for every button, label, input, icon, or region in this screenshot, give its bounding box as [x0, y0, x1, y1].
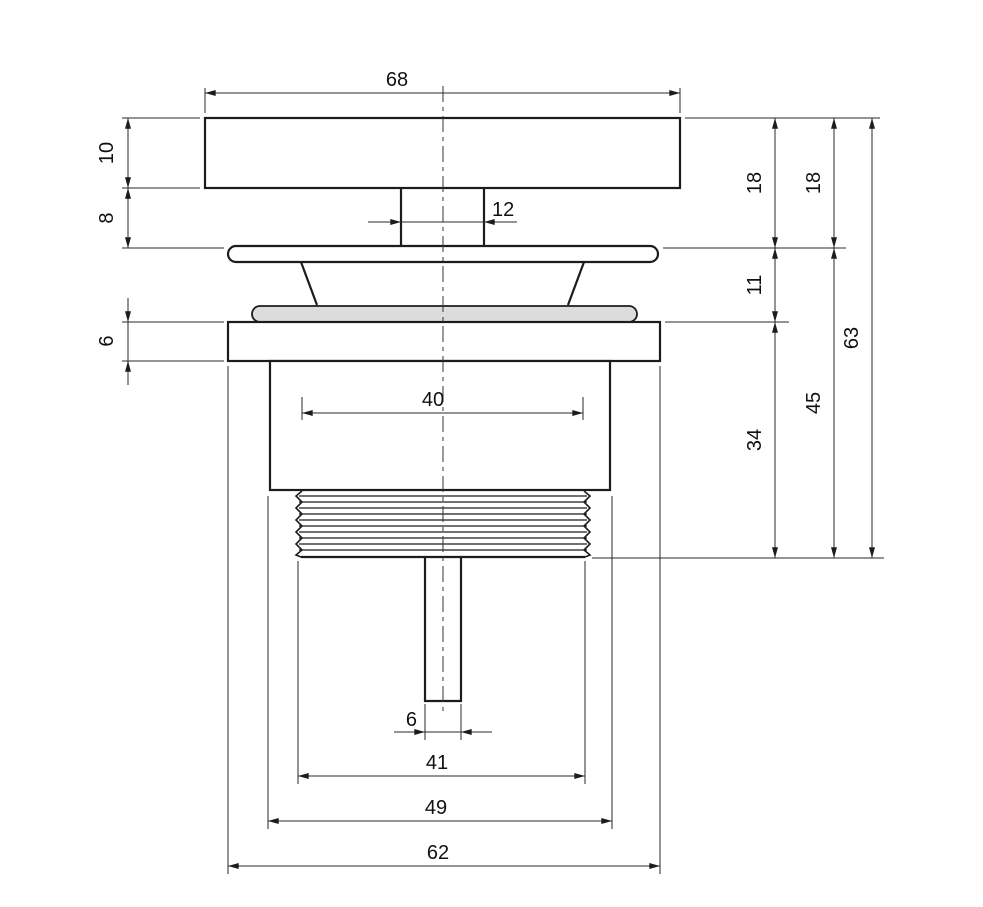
dim-flange-thickness: 6	[96, 298, 224, 385]
part-gasket	[251, 305, 638, 323]
thread-right-profile	[582, 490, 592, 558]
part-body	[268, 359, 612, 492]
dim-cap-width-label: 68	[386, 69, 408, 91]
dim-thread-width: 41	[297, 561, 586, 784]
dim-head-height-outer-label: 18	[803, 172, 825, 194]
dim-body-width: 49	[267, 496, 613, 829]
dim-thread-width-label: 41	[426, 752, 448, 774]
part-cone-right-edge	[566, 261, 586, 306]
dim-body-height-label: 34	[744, 429, 766, 451]
dim-pin-width: 6	[394, 704, 492, 740]
dim-head-height-inner-label: 18	[744, 172, 766, 194]
part-cone-left-edge	[299, 261, 319, 306]
dim-neck-height: 8	[96, 188, 224, 249]
dim-bore-width-label: 40	[422, 389, 444, 411]
part-flange	[226, 320, 662, 363]
dim-pin-width-label: 6	[406, 709, 417, 731]
dim-overall-height-label: 63	[841, 327, 863, 349]
dimensions: 68 10 8 6 12	[96, 69, 884, 874]
dim-flange-width-label: 62	[427, 842, 449, 864]
dim-neck-width-label: 12	[492, 199, 514, 221]
dim-flange-thickness-label: 6	[96, 335, 118, 346]
dim-neck-width: 12	[368, 199, 517, 225]
dim-body-width-label: 49	[425, 797, 447, 819]
dim-cap-height-label: 10	[96, 142, 118, 164]
dim-overall-height: 63	[841, 118, 875, 558]
dim-chain-inner: 18 11 34	[744, 118, 778, 558]
dim-lower-height-label: 45	[803, 392, 825, 414]
part-geometry	[203, 86, 682, 714]
thread-left-profile	[294, 490, 304, 558]
dim-neck-height-label: 8	[96, 212, 118, 223]
dim-collar-height-label: 11	[744, 275, 766, 296]
dim-cap-height: 10	[96, 117, 200, 189]
dim-bore-width: 40	[301, 389, 584, 420]
right-extension-lines	[592, 117, 884, 559]
dim-flange-width: 62	[227, 366, 661, 874]
dim-chain-middle: 18 45	[803, 118, 837, 558]
dim-cap-width: 68	[204, 69, 681, 113]
